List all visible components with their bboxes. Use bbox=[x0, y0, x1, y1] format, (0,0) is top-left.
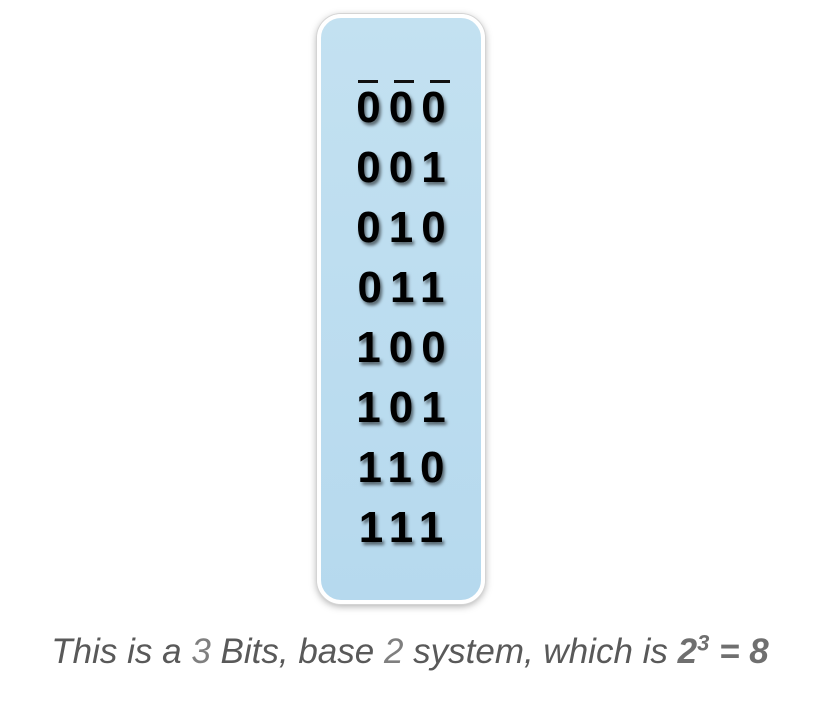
binary-row: 001 bbox=[356, 143, 454, 192]
bit-blank-1 bbox=[358, 80, 378, 83]
bit-placeholder-blanks bbox=[358, 53, 450, 83]
caption-base: 2 bbox=[383, 632, 404, 671]
formula-base: 2 bbox=[677, 632, 698, 671]
binary-combinations-panel: 000 001 010 011 100 101 110 111 bbox=[317, 14, 485, 604]
caption-formula: 23 = 8 bbox=[678, 632, 769, 671]
binary-row: 110 bbox=[357, 443, 453, 492]
binary-row: 011 bbox=[357, 263, 453, 312]
binary-row: 101 bbox=[356, 383, 454, 432]
caption-middle-2: system, which is bbox=[403, 632, 678, 671]
binary-rows: 000 001 010 011 100 101 110 111 bbox=[321, 78, 481, 558]
caption: This is a 3 Bits, base 2 system, which i… bbox=[0, 632, 820, 672]
caption-middle-1: Bits, base bbox=[210, 632, 384, 671]
bit-blank-2 bbox=[394, 80, 414, 83]
formula-result: = 8 bbox=[709, 632, 769, 671]
caption-bit-count: 3 bbox=[191, 632, 211, 671]
caption-prefix: This is a bbox=[51, 632, 192, 671]
binary-row: 111 bbox=[358, 503, 452, 552]
binary-row: 010 bbox=[356, 203, 454, 252]
binary-row: 000 bbox=[356, 83, 454, 132]
binary-row: 100 bbox=[356, 323, 454, 372]
formula-exponent: 3 bbox=[697, 630, 710, 656]
bit-blank-3 bbox=[430, 80, 450, 83]
